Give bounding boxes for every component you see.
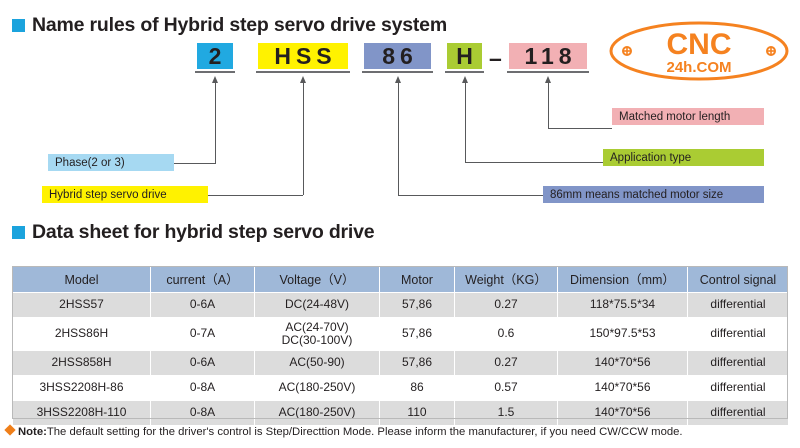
cell-motor: 57,86 — [379, 292, 455, 318]
cell-motor: 110 — [379, 400, 455, 426]
section-heading-data-sheet: Data sheet for hybrid step servo drive — [12, 221, 375, 244]
cell-model: 2HSS858H — [12, 350, 151, 376]
specs-table: Model current（A） Voltage（V） Motor Weight… — [12, 266, 789, 426]
cell-dimension: 140*70*56 — [557, 375, 688, 401]
cell-current: 0-8A — [150, 375, 255, 401]
callout-series: Hybrid step servo drive — [42, 186, 208, 203]
cell-voltage: DC(24-48V) — [254, 292, 380, 318]
leader-line-series-v — [303, 82, 304, 195]
cell-current: 0-7A — [150, 317, 255, 351]
cell-weight: 0.27 — [454, 350, 558, 376]
code-underline-application — [445, 71, 484, 73]
cell-weight: 0.6 — [454, 317, 558, 351]
table-row: 3HSS2208H-110 0-8A AC(180-250V) 110 1.5 … — [12, 400, 789, 426]
leader-line-application-h — [465, 162, 603, 163]
cell-current: 0-6A — [150, 350, 255, 376]
cell-model: 2HSS57 — [12, 292, 151, 318]
leader-line-motor-size-v — [398, 82, 399, 195]
leader-arrow-series — [299, 76, 306, 83]
logo-primary-text: CNC — [667, 28, 732, 61]
cell-control-signal: differential — [687, 350, 789, 376]
code-segment-application: H — [447, 43, 482, 69]
leader-line-series-h — [208, 195, 303, 196]
cell-dimension: 140*70*56 — [557, 350, 688, 376]
cell-voltage: AC(180-250V) — [254, 375, 380, 401]
cell-model: 3HSS2208H-110 — [12, 400, 151, 426]
data-sheet-title: Data sheet for hybrid step servo drive — [32, 221, 375, 243]
callout-motor-length: Matched motor length — [612, 108, 764, 125]
cell-dimension: 140*70*56 — [557, 400, 688, 426]
cell-model: 3HSS2208H-86 — [12, 375, 151, 401]
cnc24h-logo: CNC 24h.COM — [608, 20, 790, 82]
leader-arrow-application — [461, 76, 468, 83]
square-bullet-icon — [12, 19, 25, 32]
cell-control-signal: differential — [687, 317, 789, 351]
cell-weight: 0.57 — [454, 375, 558, 401]
logo-secondary-text: 24h.COM — [666, 59, 731, 76]
footnote: Note: The default setting for the driver… — [4, 424, 683, 438]
callout-motor-size: 86mm means matched motor size — [543, 186, 764, 203]
table-header-motor: Motor — [379, 266, 455, 293]
table-header-weight: Weight（KG） — [454, 266, 558, 293]
cell-voltage: AC(50-90) — [254, 350, 380, 376]
leader-line-motor-length-h — [548, 128, 612, 129]
cell-control-signal: differential — [687, 292, 789, 318]
cell-weight: 0.27 — [454, 292, 558, 318]
cell-model: 2HSS86H — [12, 317, 151, 351]
code-separator-dash: – — [489, 45, 502, 71]
cell-control-signal: differential — [687, 375, 789, 401]
table-row: 2HSS858H 0-6A AC(50-90) 57,86 0.27 140*7… — [12, 350, 789, 376]
code-underline-series — [256, 71, 350, 73]
diamond-bullet-icon — [4, 424, 16, 436]
callout-phase: Phase(2 or 3) — [48, 154, 174, 171]
footnote-label: Note: — [18, 426, 47, 438]
table-header-voltage: Voltage（V） — [254, 266, 380, 293]
table-header-dimension: Dimension（mm） — [557, 266, 688, 293]
cell-dimension: 118*75.5*34 — [557, 292, 688, 318]
cell-voltage: AC(180-250V) — [254, 400, 380, 426]
table-row: 2HSS86H 0-7A AC(24-70V) DC(30-100V) 57,8… — [12, 317, 789, 351]
leader-arrow-motor-length — [544, 76, 551, 83]
code-segment-motor-length: 118 — [509, 43, 587, 69]
leader-line-phase-v — [215, 82, 216, 164]
footnote-text: The default setting for the driver's con… — [46, 426, 683, 438]
table-header-control-signal: Control signal — [687, 266, 789, 293]
code-underline-motor-length — [507, 71, 589, 73]
leader-line-motor-size-h — [398, 195, 543, 196]
section-heading-name-rules: Name rules of Hybrid step servo drive sy… — [12, 14, 447, 37]
code-segment-motor-size: 86 — [364, 43, 431, 69]
square-bullet-icon — [12, 226, 25, 239]
table-header-current: current（A） — [150, 266, 255, 293]
callout-application-type: Application type — [603, 149, 764, 166]
table-row: 3HSS2208H-86 0-8A AC(180-250V) 86 0.57 1… — [12, 375, 789, 401]
leader-arrow-motor-size — [394, 76, 401, 83]
cell-control-signal: differential — [687, 400, 789, 426]
table-row: 2HSS57 0-6A DC(24-48V) 57,86 0.27 118*75… — [12, 292, 789, 318]
cell-current: 0-6A — [150, 292, 255, 318]
table-header-row: Model current（A） Voltage（V） Motor Weight… — [12, 266, 789, 293]
leader-arrow-phase — [211, 76, 218, 83]
page-title: Name rules of Hybrid step servo drive sy… — [32, 14, 447, 36]
code-underline-motor-size — [362, 71, 433, 73]
code-segment-series: HSS — [258, 43, 348, 69]
code-underline-phase — [195, 71, 235, 73]
cell-current: 0-8A — [150, 400, 255, 426]
cell-motor: 57,86 — [379, 350, 455, 376]
leader-line-motor-length-v — [548, 82, 549, 129]
cell-motor: 86 — [379, 375, 455, 401]
table-header-model: Model — [12, 266, 151, 293]
cell-motor: 57,86 — [379, 317, 455, 351]
cell-weight: 1.5 — [454, 400, 558, 426]
leader-line-application-v — [465, 82, 466, 163]
leader-line-phase-h — [174, 163, 215, 164]
cell-dimension: 150*97.5*53 — [557, 317, 688, 351]
cell-voltage: AC(24-70V) DC(30-100V) — [254, 317, 380, 351]
code-segment-phase: 2 — [197, 43, 233, 69]
